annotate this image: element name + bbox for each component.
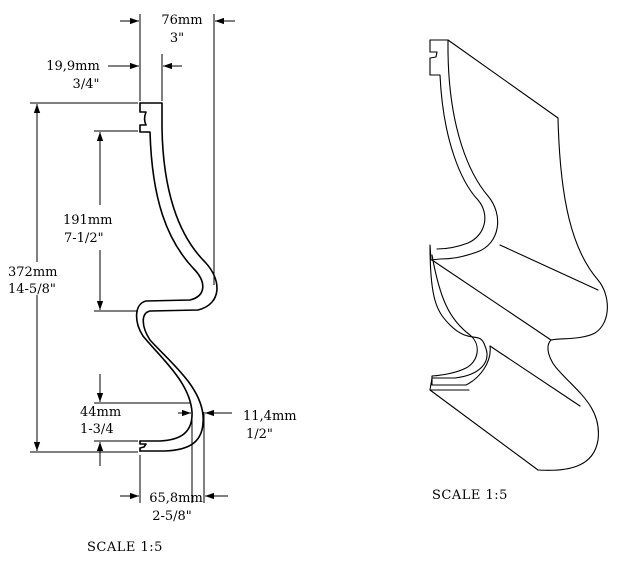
- lower-bead-imperial: 1-3/4: [80, 422, 114, 437]
- thickness-metric: 11,4mm: [243, 409, 297, 424]
- profile-section: [135, 102, 218, 452]
- thickness-imperial: 1/2": [246, 427, 273, 442]
- profile-bottom-notch: [139, 440, 147, 452]
- front-face-lower: [431, 254, 491, 386]
- lower-bead-metric: 44mm: [80, 405, 121, 420]
- back-face-outer: [537, 117, 608, 471]
- front-face-outer: [429, 39, 499, 391]
- total-height-metric: 372mm: [8, 265, 57, 280]
- upper-cove-imperial: 7-1/2": [64, 231, 104, 246]
- total-width-imperial: 3": [170, 31, 184, 46]
- upper-cove-metric: 191mm: [63, 213, 112, 228]
- top-lip-metric: 19,9mm: [46, 59, 100, 74]
- front-face-notch: [429, 39, 438, 76]
- bottom-width-imperial: 2-5/8": [152, 509, 192, 524]
- top-lip-imperial: 3/4": [73, 77, 100, 92]
- molding-3d-view: [429, 39, 608, 471]
- dimension-lines: [30, 14, 235, 503]
- profile-top-notch: [139, 102, 148, 133]
- profile-inner-line: [135, 131, 204, 442]
- front-face-inner: [436, 74, 486, 250]
- total-height-imperial: 14-5/8": [8, 282, 56, 297]
- profile-outer-line: [139, 102, 218, 452]
- scale-label-right: SCALE 1:5: [432, 488, 508, 503]
- dimension-labels: 76mm 3" 19,9mm 3/4" 372mm 14-5/8" 191mm …: [8, 13, 297, 555]
- total-width-metric: 76mm: [161, 13, 202, 28]
- scale-label-left: SCALE 1:5: [87, 540, 163, 555]
- bottom-width-metric: 65,8mm: [149, 491, 203, 506]
